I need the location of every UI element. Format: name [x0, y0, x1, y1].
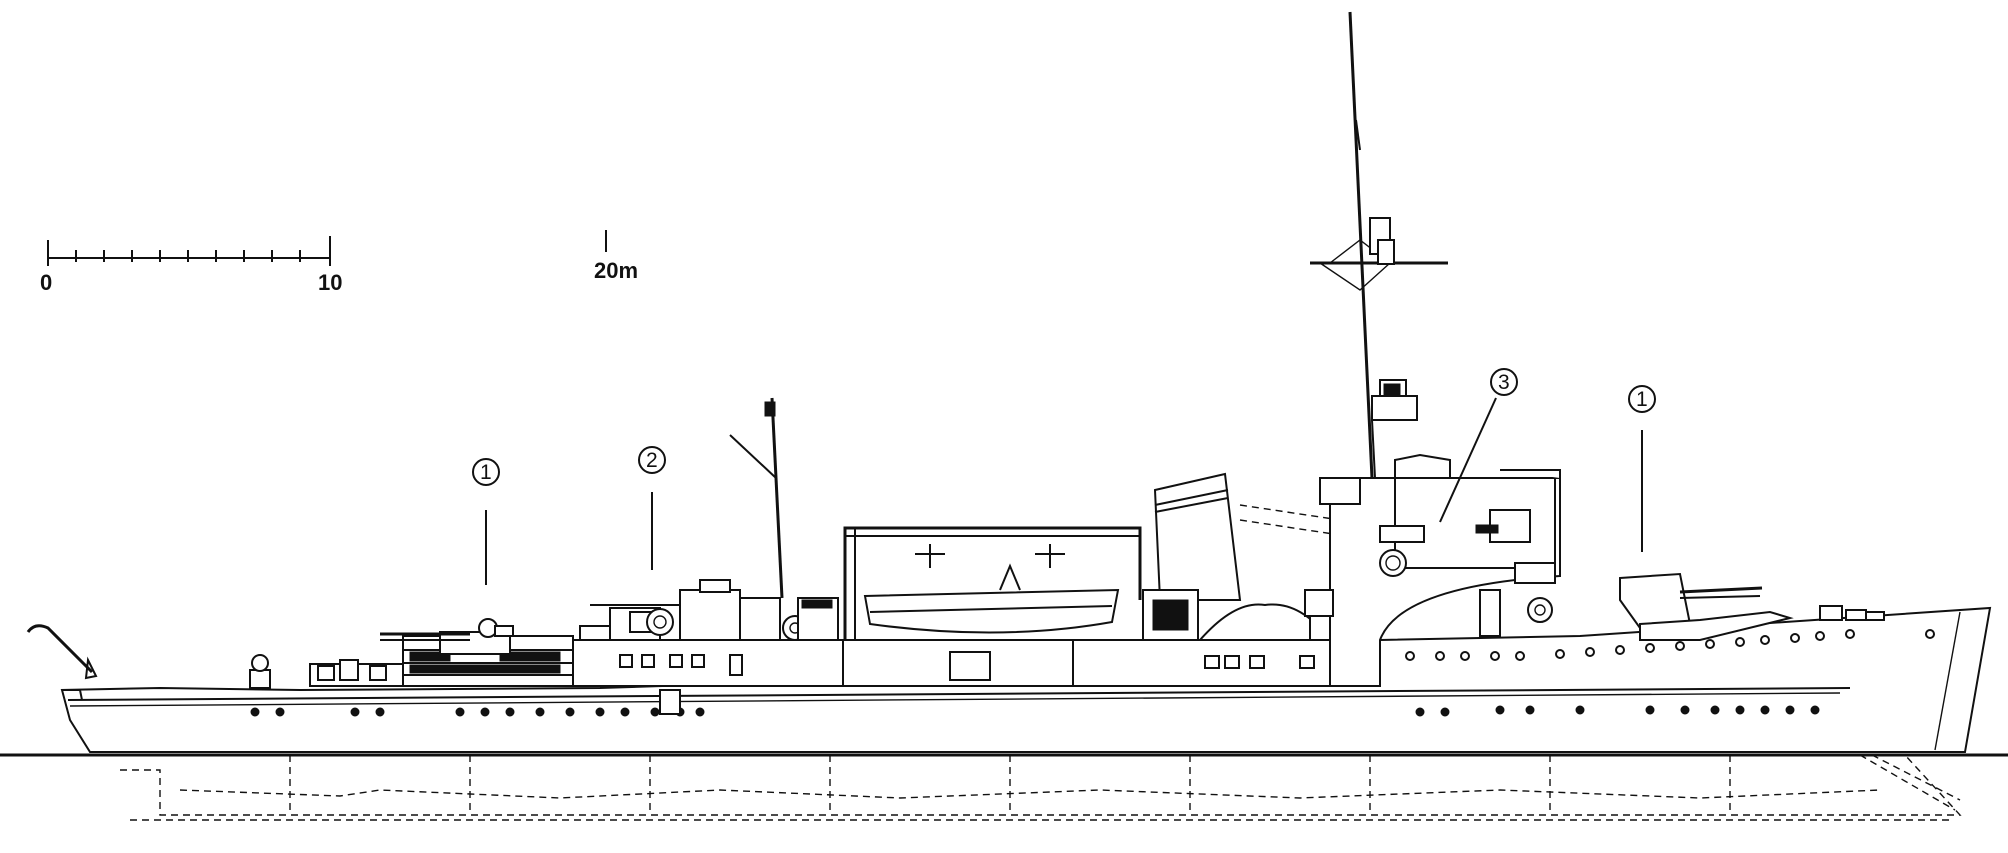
scale-label-start: 0	[40, 270, 52, 295]
aft-gun	[380, 618, 514, 655]
scale-label-end: 20m	[594, 258, 638, 283]
underwater-hull	[120, 754, 1962, 821]
callout-label: 1	[480, 461, 492, 484]
main-deckhouse	[572, 579, 844, 715]
portholes-upper	[1405, 629, 1935, 661]
foremast	[1310, 11, 1448, 479]
portholes-lower	[250, 705, 1820, 717]
callout-label: 2	[646, 449, 658, 472]
callout-label: 3	[1498, 371, 1510, 394]
scale-bar: 0 10 20m	[40, 230, 638, 295]
aft-mast	[729, 397, 784, 599]
bridge	[1304, 453, 1561, 687]
funnel	[1142, 472, 1242, 641]
scale-label-mid: 10	[318, 270, 342, 295]
callout-label: 1	[1636, 388, 1648, 411]
forward-gun	[1619, 572, 1885, 641]
callout-aa-mount: 2	[638, 446, 666, 570]
callout-gun-aft: 1	[472, 458, 500, 585]
stern-crane	[26, 624, 271, 689]
callout-bridge: 3	[1439, 368, 1518, 523]
callout-gun-fore: 1	[1628, 385, 1656, 552]
